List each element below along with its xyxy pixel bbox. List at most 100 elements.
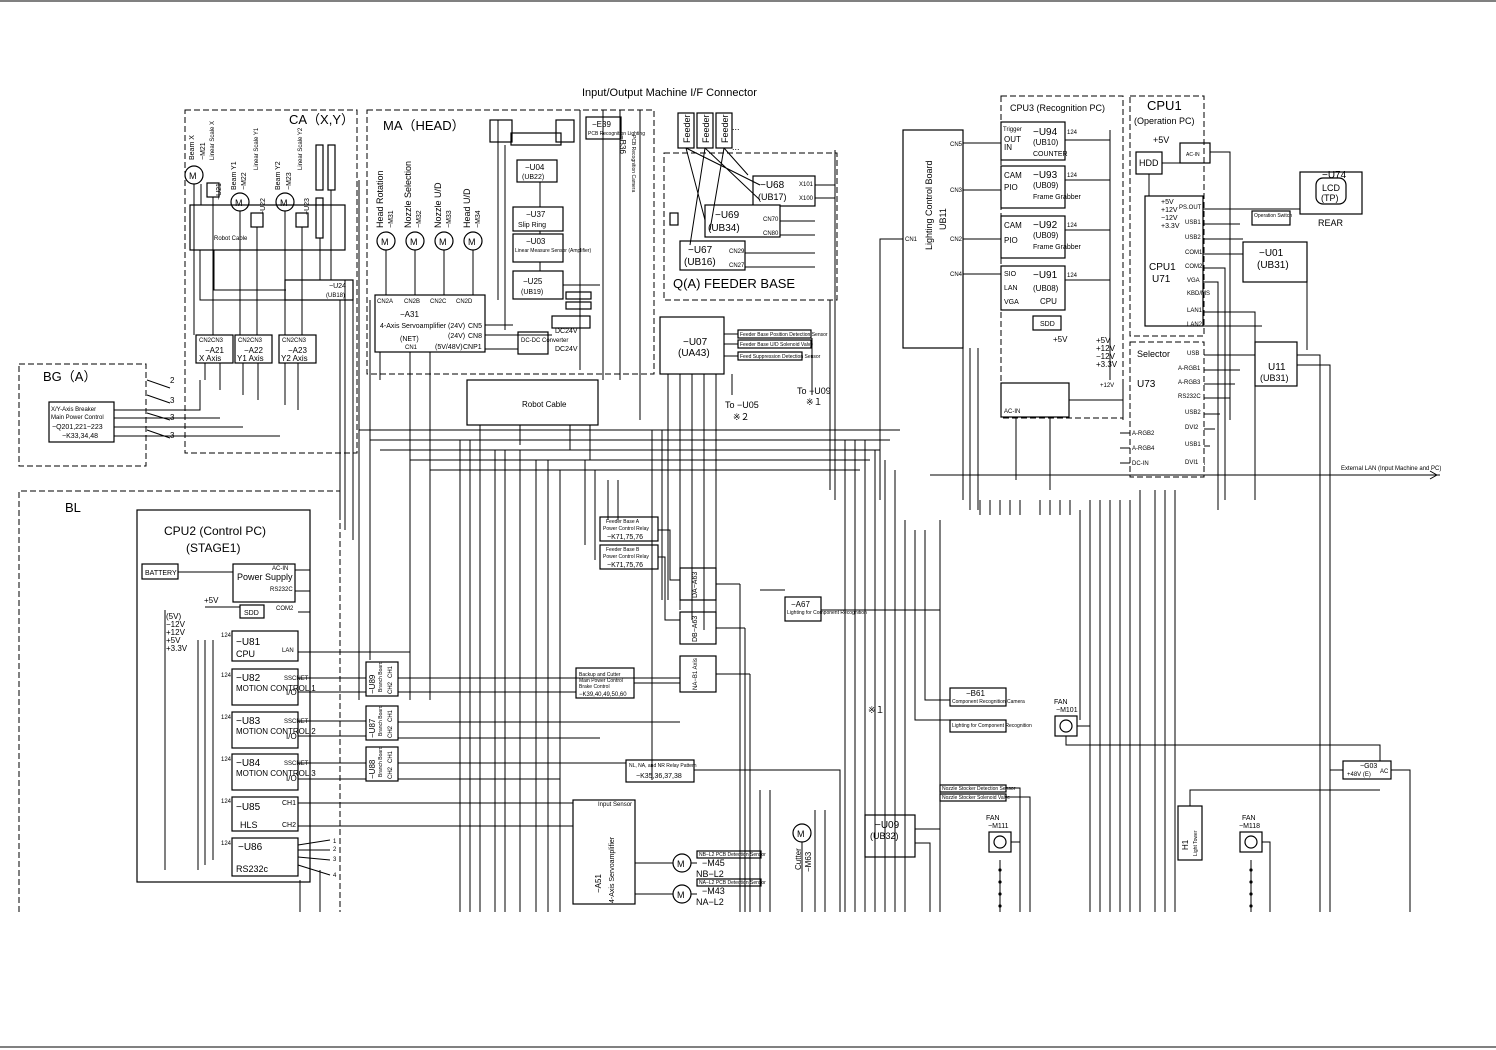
svg-text:Slip Ring: Slip Ring	[518, 222, 546, 229]
svg-text:−M111: −M111	[988, 823, 1009, 830]
svg-text:−U68: −U68	[760, 180, 785, 191]
svg-text:DVI2: DVI2	[1185, 425, 1199, 431]
svg-text:−M45: −M45	[702, 858, 725, 868]
svg-text:H1: H1	[1181, 839, 1190, 850]
svg-text:Head Rotation: Head Rotation	[375, 170, 385, 228]
svg-text:DVI1: DVI1	[1185, 460, 1199, 466]
svg-text:Light Tower: Light Tower	[1193, 830, 1199, 856]
svg-text:CN29: CN29	[729, 249, 745, 255]
region-ca: CA（X,Y）	[184, 109, 358, 454]
cpu3-recognition-pc: CPU3 (Recognition PC) Trigger OUT IN −U9…	[1000, 95, 1124, 419]
svg-text:−U88: −U88	[368, 759, 377, 779]
svg-text:(UB16): (UB16)	[684, 257, 716, 268]
svg-text:Nozzle Stocker Solenoid Valve: Nozzle Stocker Solenoid Valve	[942, 795, 1010, 801]
svg-text:CN2: CN2	[950, 237, 963, 243]
svg-text:1: 1	[333, 839, 337, 845]
svg-text:Power Supply: Power Supply	[237, 572, 293, 582]
svg-text:2: 2	[333, 847, 337, 853]
svg-text:(24V): (24V)	[448, 323, 465, 330]
svg-text:+12V: +12V	[1096, 344, 1116, 353]
svg-text:Robot Cable: Robot Cable	[522, 400, 567, 409]
svg-text:(UB22): (UB22)	[522, 174, 544, 181]
ca-amplifiers: CN2CN3 −A21 X Axis CN2CN3 −A22 Y1 Axis C…	[195, 334, 317, 364]
svg-text:M: M	[235, 198, 243, 208]
svg-text:CH2: CH2	[282, 822, 296, 829]
svg-text:COUNTER: COUNTER	[1033, 151, 1068, 158]
svg-text:M: M	[439, 237, 447, 247]
svg-text:−Q201,221−223: −Q201,221−223	[52, 424, 103, 431]
svg-text:UB11: UB11	[938, 208, 948, 230]
svg-text:USB2: USB2	[1185, 235, 1201, 241]
svg-text:−M33: −M33	[446, 210, 453, 228]
region-bg-label: BG（A）	[43, 369, 96, 384]
svg-text:2: 2	[170, 376, 175, 385]
bg-breaker: X/Y-Axis Breaker Main Power Control −Q20…	[48, 376, 175, 443]
svg-text:124: 124	[1067, 273, 1078, 279]
svg-text:−A31: −A31	[400, 310, 419, 319]
svg-text:M: M	[677, 890, 685, 900]
svg-text:MOTION CONTROL 2: MOTION CONTROL 2	[236, 727, 316, 736]
ma-boards: −U04 (UB22) −U37 Slip Ring −U03 Linear M…	[489, 116, 645, 355]
svg-text:DC-DC Converter: DC-DC Converter	[521, 338, 568, 344]
svg-text:(UB31): (UB31)	[1257, 260, 1289, 271]
svg-text:124: 124	[1067, 223, 1078, 229]
svg-text:(UB17): (UB17)	[758, 192, 787, 202]
svg-text:To −U05: To −U05	[725, 400, 759, 410]
svg-text:Linear Scale Y2: Linear Scale Y2	[298, 127, 304, 170]
svg-text:−M34: −M34	[475, 210, 482, 228]
fan-dots	[998, 868, 1253, 908]
svg-text:Brake Control: Brake Control	[579, 684, 610, 690]
svg-text:Beam Y1: Beam Y1	[231, 161, 238, 190]
svg-text:MOTION CONTROL 3: MOTION CONTROL 3	[236, 769, 316, 778]
svg-text:Nozzle Selection: Nozzle Selection	[403, 161, 413, 228]
svg-text:HDD: HDD	[1139, 158, 1159, 168]
svg-text:+12V: +12V	[1100, 383, 1114, 389]
svg-text:−A51: −A51	[594, 874, 603, 893]
svg-text:−U74: −U74	[1322, 170, 1347, 181]
svg-text:124: 124	[1067, 130, 1078, 136]
svg-text:COM2: COM2	[276, 606, 294, 612]
svg-text:−M63: −M63	[804, 851, 813, 872]
svg-text:USB1: USB1	[1185, 220, 1201, 226]
svg-text:Y2 Axis: Y2 Axis	[281, 354, 308, 363]
svg-text:HLS: HLS	[240, 820, 258, 830]
svg-text:+5V: +5V	[1096, 336, 1111, 345]
svg-text:COM1: COM1	[1185, 250, 1203, 256]
svg-text:124: 124	[221, 799, 232, 805]
svg-text:PCB Recognition Lighting: PCB Recognition Lighting	[588, 131, 645, 137]
svg-text:Main Power Control: Main Power Control	[579, 678, 623, 684]
svg-text:−U86: −U86	[238, 842, 263, 853]
svg-text:−M22: −M22	[241, 172, 248, 190]
svg-text:M: M	[280, 198, 288, 208]
svg-text:−12V: −12V	[1161, 215, 1178, 222]
svg-text:Feeder: Feeder	[720, 114, 730, 143]
svg-text:AC-IN: AC-IN	[1186, 152, 1200, 158]
svg-text:X101: X101	[799, 182, 814, 188]
svg-text:LAN: LAN	[1004, 285, 1018, 292]
svg-text:−U01: −U01	[1259, 248, 1284, 259]
svg-text:CH2: CH2	[388, 725, 394, 738]
region-ma-label: MA（HEAD）	[383, 118, 465, 133]
svg-text:NA−L2 PCB Detection Sensor: NA−L2 PCB Detection Sensor	[699, 880, 766, 886]
svg-text:※２: ※２	[733, 412, 750, 422]
svg-text:−M32: −M32	[416, 210, 423, 228]
svg-text:Feed Suppression Detection Sen: Feed Suppression Detection Sensor	[740, 354, 821, 360]
svg-text:−U37: −U37	[526, 210, 546, 219]
svg-text:RS232c: RS232c	[236, 864, 269, 874]
cpu2-control-pc: CPU2 (Control PC) (STAGE1) BATTERY Power…	[136, 509, 337, 883]
svg-text:(UA43): (UA43)	[678, 348, 710, 359]
svg-text:(UB09): (UB09)	[1033, 181, 1059, 190]
svg-text:(STAGE1): (STAGE1)	[186, 541, 240, 555]
svg-text:VGA: VGA	[1004, 299, 1019, 306]
svg-text:(5V/48V): (5V/48V)	[435, 344, 463, 351]
svg-text:124: 124	[221, 841, 232, 847]
svg-text:FAN: FAN	[1242, 815, 1256, 822]
svg-text:−12V: −12V	[166, 620, 186, 629]
svg-text:−K39,40,49,50,60: −K39,40,49,50,60	[579, 692, 627, 698]
svg-text:Component Recognition Camera: Component Recognition Camera	[952, 699, 1025, 705]
svg-text:NB−L2: NB−L2	[696, 869, 724, 879]
svg-text:−K71,75,76: −K71,75,76	[607, 534, 643, 541]
svg-text:Trigger: Trigger	[1003, 127, 1022, 133]
svg-text:(UB34): (UB34)	[708, 223, 740, 234]
svg-text:124: 124	[221, 715, 232, 721]
